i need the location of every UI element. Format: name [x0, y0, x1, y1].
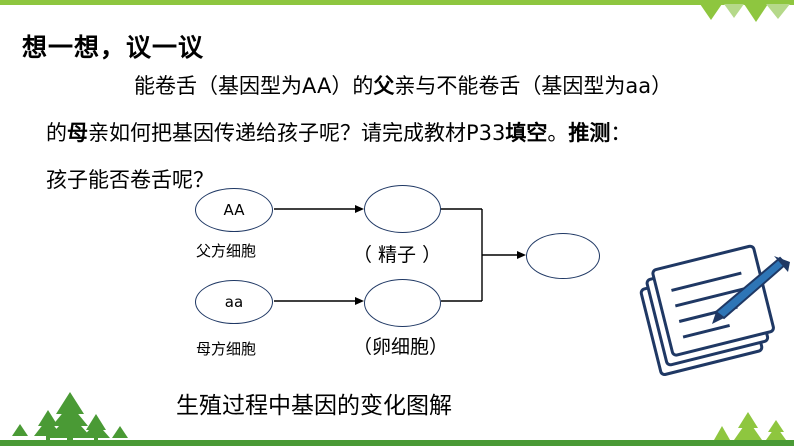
diagram-caption: 生殖过程中基因的变化图解 — [176, 393, 452, 419]
egg-label: （卵细胞） — [353, 336, 449, 358]
father-genotype: AA — [223, 201, 245, 219]
page-title: 想一想，议一议 — [22, 33, 205, 62]
offspring-ellipse — [526, 233, 600, 279]
pine-trees-icon — [12, 392, 128, 441]
paragraph-line-2: 的母亲如何把基因传递给孩子呢？请完成教材P33填空。推测： — [46, 119, 631, 147]
sperm-label: （ 精子 ） — [353, 244, 442, 266]
diagram-arrows — [274, 208, 520, 302]
notepad-with-pen-icon — [639, 244, 790, 376]
mother-cell-label: 母方细胞 — [196, 340, 257, 358]
paragraph-text: 的 — [46, 121, 67, 145]
paragraph-bold-text: 父 — [373, 74, 395, 98]
pine-trees-icon — [714, 412, 786, 440]
triangle-flags-icon — [700, 4, 790, 22]
paragraph-bold-text: 母 — [67, 121, 88, 145]
paragraph-text: ： — [610, 121, 632, 145]
mother-genotype: aa — [224, 293, 244, 311]
paragraph-line-1: 能卷舌（基因型为AA）的父亲与不能卷舌（基因型为aa） — [134, 72, 672, 100]
arrow-heads — [355, 205, 526, 305]
father-cell-label: 父方细胞 — [196, 242, 257, 260]
paragraph-text: 亲如何把基因传递给孩子呢？请完成教材P33 — [88, 121, 506, 145]
sperm-ellipse — [364, 185, 441, 233]
mother-cell-ellipse: aa — [195, 280, 273, 324]
paragraph-text: 能卷舌（基因型为AA）的 — [134, 74, 374, 98]
father-cell-ellipse: AA — [195, 188, 273, 232]
bottom-accent-bar — [0, 440, 794, 446]
top-accent-bar — [0, 0, 794, 5]
paragraph-text: 。 — [547, 121, 569, 145]
paragraph-bold-text: 推测 — [568, 121, 611, 145]
paragraph-bold-text: 填空 — [505, 121, 548, 145]
egg-ellipse — [364, 279, 441, 327]
paragraph-text: 亲与不能卷舌（基因型为aa） — [394, 74, 673, 98]
paragraph-line-3: 孩子能否卷舌呢？ — [46, 168, 214, 192]
